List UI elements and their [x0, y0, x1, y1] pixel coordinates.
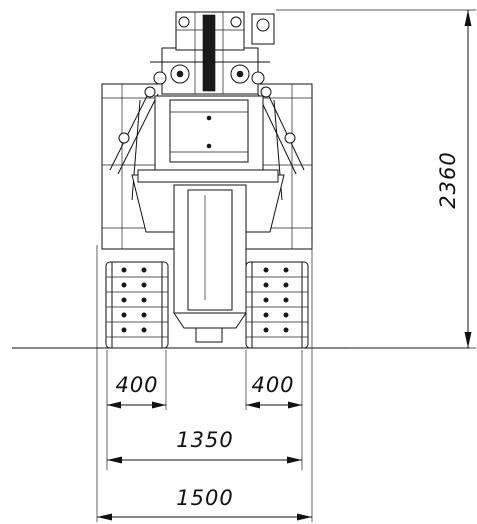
overall-width-label: 1500: [176, 486, 233, 510]
height-dimension: 2360: [276, 9, 476, 349]
left-hydraulic-arm: [109, 86, 159, 201]
right-track-width-label: 400: [251, 373, 294, 397]
height-dimension-label: 2360: [436, 151, 460, 208]
left-crawler-track: [105, 261, 169, 349]
right-crawler-track: [245, 261, 309, 349]
left-track-width-dimension: 400: [107, 373, 166, 409]
machine-body: [101, 11, 313, 343]
extension-lines: [96, 245, 313, 522]
right-hydraulic-arm: [257, 86, 305, 201]
track-center-dimension: 1350: [107, 428, 302, 464]
overall-width-dimension: 1500: [97, 486, 312, 521]
left-track-width-label: 400: [115, 373, 158, 397]
track-center-label: 1350: [176, 428, 233, 452]
right-track-width-dimension: 400: [246, 373, 302, 409]
